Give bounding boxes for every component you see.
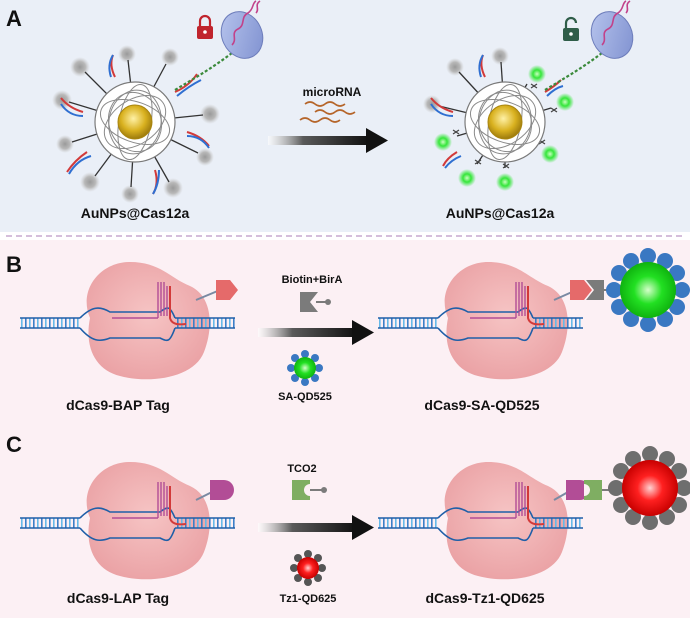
qd625-core	[622, 460, 678, 516]
panel-c-letter: C	[6, 432, 22, 457]
reagent-tco2-label: TCO2	[287, 463, 316, 475]
dcas9-complex-b-left	[20, 262, 238, 380]
dna-right	[175, 318, 235, 328]
qd625-bound-c	[608, 446, 690, 530]
tz1-qd625-icon	[290, 550, 326, 586]
cleavage-scissors	[452, 83, 558, 169]
gold-nanoparticle	[487, 104, 523, 140]
reagent-biotin-label: Biotin+BirA	[282, 274, 343, 286]
panel-c-left-label: dCas9-LAP Tag	[67, 590, 169, 606]
bap-tag	[570, 280, 592, 300]
panel-a-right-label: AuNPs@Cas12a	[446, 205, 555, 221]
streptavidin-shell	[606, 248, 690, 332]
reagent-sa-qd525-label: SA-QD525	[278, 391, 332, 403]
dna-coil	[469, 83, 541, 161]
tco2-icon	[292, 480, 327, 500]
qd525-core	[620, 262, 676, 318]
bap-tag	[216, 280, 238, 300]
arrow-c	[258, 515, 374, 540]
gold-nanoparticle	[117, 104, 153, 140]
arrow-b	[258, 320, 374, 345]
microrna-strands	[299, 101, 356, 123]
panel-b-left-label: dCas9-BAP Tag	[66, 397, 170, 413]
panel-a-left-label: AuNPs@Cas12a	[81, 205, 190, 221]
cas12a-protein-right	[590, 0, 634, 59]
arrow-a	[268, 128, 388, 153]
dna-strands	[60, 54, 210, 195]
biotin-birA-icon	[300, 292, 331, 312]
reagents-c: TCO2 Tz1-QD625	[258, 463, 374, 605]
panel-c-right-label: dCas9-Tz1-QD625	[425, 590, 544, 606]
sa-qd525-icon	[287, 350, 323, 386]
lock-open-icon	[563, 16, 579, 41]
qd525-bound-b	[606, 248, 690, 332]
guide-rna	[112, 282, 168, 319]
tco2-adapter	[584, 480, 602, 500]
panel-a-letter: A	[6, 6, 22, 31]
tz1-shell	[608, 446, 690, 530]
dcas9-protein	[86, 262, 210, 380]
aunp-cas12a-right	[423, 41, 616, 191]
green-fluorescent-reporters	[434, 65, 574, 191]
panel-b-right-label: dCas9-SA-QD525	[424, 397, 539, 413]
biotin-adapter	[586, 280, 604, 300]
reagent-tz1-qd625-label: Tz1-QD625	[280, 593, 337, 605]
reagents-b: Biotin+BirA SA-QD525	[258, 274, 374, 403]
cas12a-protein-left	[220, 0, 264, 59]
dna-left	[20, 318, 80, 328]
lap-tag	[210, 480, 234, 500]
aunp-cas12a-left	[52, 41, 246, 203]
dna-strands	[430, 54, 564, 169]
dcas9-complex-c-right	[378, 462, 614, 580]
dcas9-complex-b-right	[378, 262, 616, 380]
panel-b-letter: B	[6, 252, 22, 277]
dcas9-complex-c-left	[20, 462, 235, 580]
lock-closed-icon	[197, 14, 213, 39]
arrow-label-microrna: microRNA	[303, 85, 362, 99]
